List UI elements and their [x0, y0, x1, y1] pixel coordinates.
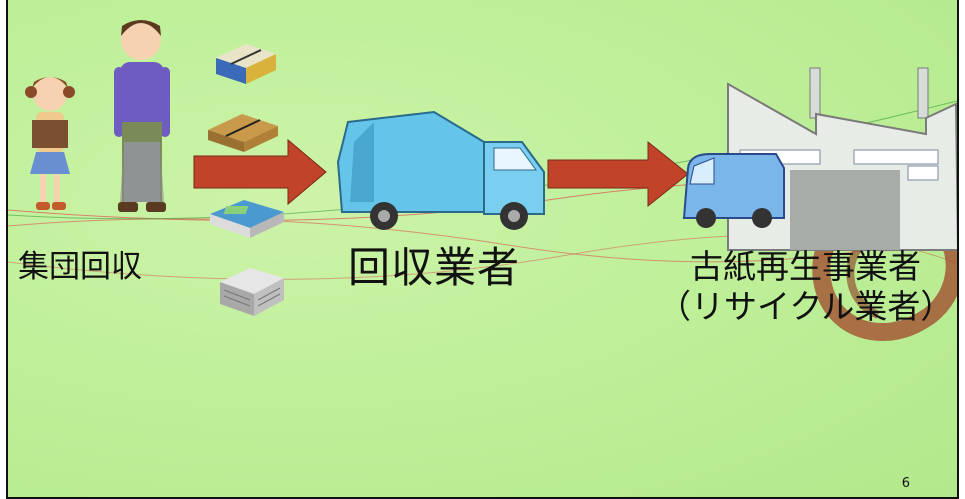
- arrow-to-recycler: [547, 140, 689, 208]
- collector-label: 回収業者: [348, 243, 521, 292]
- newspaper-stack-icon: [220, 268, 284, 316]
- delivery-van-icon: [682, 153, 785, 228]
- cardboard-bundle-icon: [208, 114, 278, 152]
- slide: 集団回収 回収業者 古紙再生事業者 （リサイクル業者） 6: [6, 0, 959, 499]
- factory-icon: [727, 67, 957, 251]
- garbage-truck-icon: [336, 110, 545, 230]
- child-icon: [25, 77, 75, 210]
- diagram-canvas: [8, 20, 957, 342]
- recycler-label-line1: 古紙再生事業者: [690, 247, 921, 286]
- magazine-bundle-icon: [210, 200, 284, 238]
- group-collection-label: 集団回収: [18, 249, 142, 285]
- arrow-to-collector: [193, 138, 327, 206]
- father-icon: [114, 20, 170, 212]
- newspaper-bundle-icon: [216, 44, 276, 84]
- page-number: 6: [901, 476, 910, 491]
- recycler-label-line2: （リサイクル業者）: [658, 287, 954, 326]
